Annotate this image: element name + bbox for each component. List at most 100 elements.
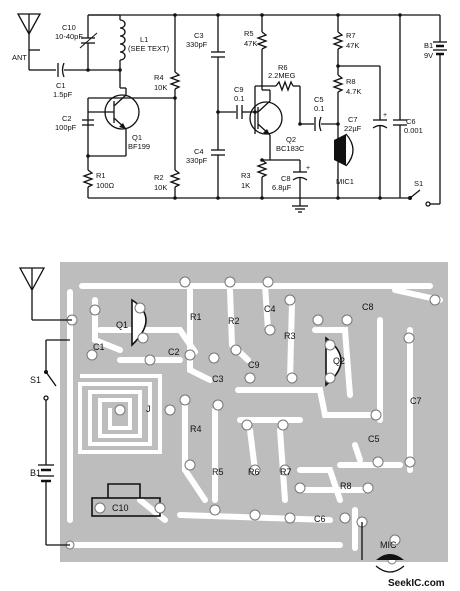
pcb-r8-label: R8 [340,481,352,491]
pcb-r4-label: R4 [190,424,202,434]
r2-resistor [169,169,181,188]
pcb-s1-switch [43,339,70,465]
pcb-spiral-inductor [78,374,162,454]
r3-label: R3 [241,171,251,180]
r2-label: R2 [154,173,164,182]
c1-label: C1 [56,81,66,90]
pcb-c8-label: C8 [362,302,374,312]
r1-value: 100Ω [96,181,115,190]
pcb-r5-label: R5 [212,467,224,477]
r6-label: R6 [278,63,288,72]
c4-value: 330pF [186,156,208,165]
r7-value: 47K [346,41,359,50]
q2-transistor [249,100,283,136]
c6-label: C6 [406,117,416,126]
ground-symbol [292,205,308,213]
pcb-q2-label: Q2 [333,356,345,366]
pcb-mic-label: MIC [380,540,397,550]
pcb-pads [65,276,441,565]
r3-value: 1K [241,181,250,190]
r1-resistor [82,169,94,188]
pcb-antenna-symbol [18,267,72,321]
r5-value: 47K [244,39,257,48]
r2-value: 10K [154,183,167,192]
c8-electrolytic-capacitor [292,171,308,181]
b1-value: 9V [424,51,433,60]
c3-label: C3 [194,31,204,40]
pcb-layout: S1 B1 MIC C1 Q1 R1 R2 C4 C8 R3 C2 C3 C9 … [18,262,448,589]
r7-label: R7 [346,31,356,40]
pcb-r6-label: R6 [248,467,260,477]
c9-value: 0.1 [234,94,244,103]
pcb-b1-battery [38,464,70,546]
pcb-c3-label: C3 [212,374,224,384]
pcb-r2-label: R2 [228,316,240,326]
pcb-mic-symbol [361,522,405,573]
c3-value: 330pF [186,40,208,49]
c5-value: 0.1 [314,104,324,113]
pcb-j-label: J [146,404,151,414]
c9-label: C9 [234,85,244,94]
c3-capacitor [211,51,225,58]
s1-label: S1 [414,179,423,188]
q2-label: Q2 [286,135,296,144]
q1-value: BF199 [128,142,150,151]
c9-capacitor [236,105,243,119]
c10-value: 10-40pF [55,32,83,41]
c2-label: C2 [62,114,72,123]
svg-text:+: + [306,165,310,172]
c10-label: C10 [62,23,76,32]
r8-label: R8 [346,77,356,86]
mic1-microphone [334,133,354,167]
pcb-c4-label: C4 [264,304,276,314]
q1-transistor [104,94,140,130]
pcb-b1-label: B1 [30,468,41,478]
b1-label: B1 [424,41,433,50]
c5-label: C5 [314,95,324,104]
c6-capacitor [393,119,407,126]
c7-label: C7 [348,115,358,124]
c1-capacitor [57,62,65,78]
pcb-r3-label: R3 [284,331,296,341]
c2-value: 100pF [55,123,77,132]
pcb-r1-label: R1 [190,312,202,322]
b1-battery [433,41,447,56]
r6-resistor [275,80,294,92]
r4-label: R4 [154,73,164,82]
schematic-diagram: ANT C1 1.5pF C10 10-40pF L1 (SEE TEXT) [12,13,447,213]
mic1-label: MIC1 [336,177,354,186]
pcb-r7-label: R7 [280,467,292,477]
s1-switch [408,189,431,207]
r5-resistor [256,31,268,50]
l1-label: L1 [140,35,148,44]
c8-value: 6.8µF [272,183,292,192]
pcb-c10-label: C10 [112,503,129,513]
c5-capacitor [314,116,322,132]
l1-value: (SEE TEXT) [128,44,170,53]
pcb-s1-label: S1 [30,375,41,385]
r4-value: 10K [154,83,167,92]
l1-inductor [119,19,126,61]
pcb-c1-label: C1 [93,342,105,352]
r6-value: 2.2MEG [268,71,296,80]
c8-label: C8 [281,174,291,183]
junction-dots [86,13,402,200]
c1-value: 1.5pF [53,90,73,99]
pcb-c9-label: C9 [248,360,260,370]
c4-label: C4 [194,147,204,156]
r7-resistor [332,31,344,50]
r8-value: 4.7K [346,87,361,96]
c4-capacitor [211,149,225,156]
pcb-c7-label: C7 [410,396,422,406]
pcb-c5-label: C5 [368,434,380,444]
c7-electrolytic-capacitor [372,119,388,129]
pcb-traces [67,282,443,551]
svg-text:+: + [383,112,387,119]
r5-label: R5 [244,29,254,38]
ant-label: ANT [12,53,27,62]
pcb-c2-label: C2 [168,347,180,357]
pcb-c6-label: C6 [314,514,326,524]
antenna-symbol [16,13,42,51]
c7-value: 22µF [344,124,362,133]
